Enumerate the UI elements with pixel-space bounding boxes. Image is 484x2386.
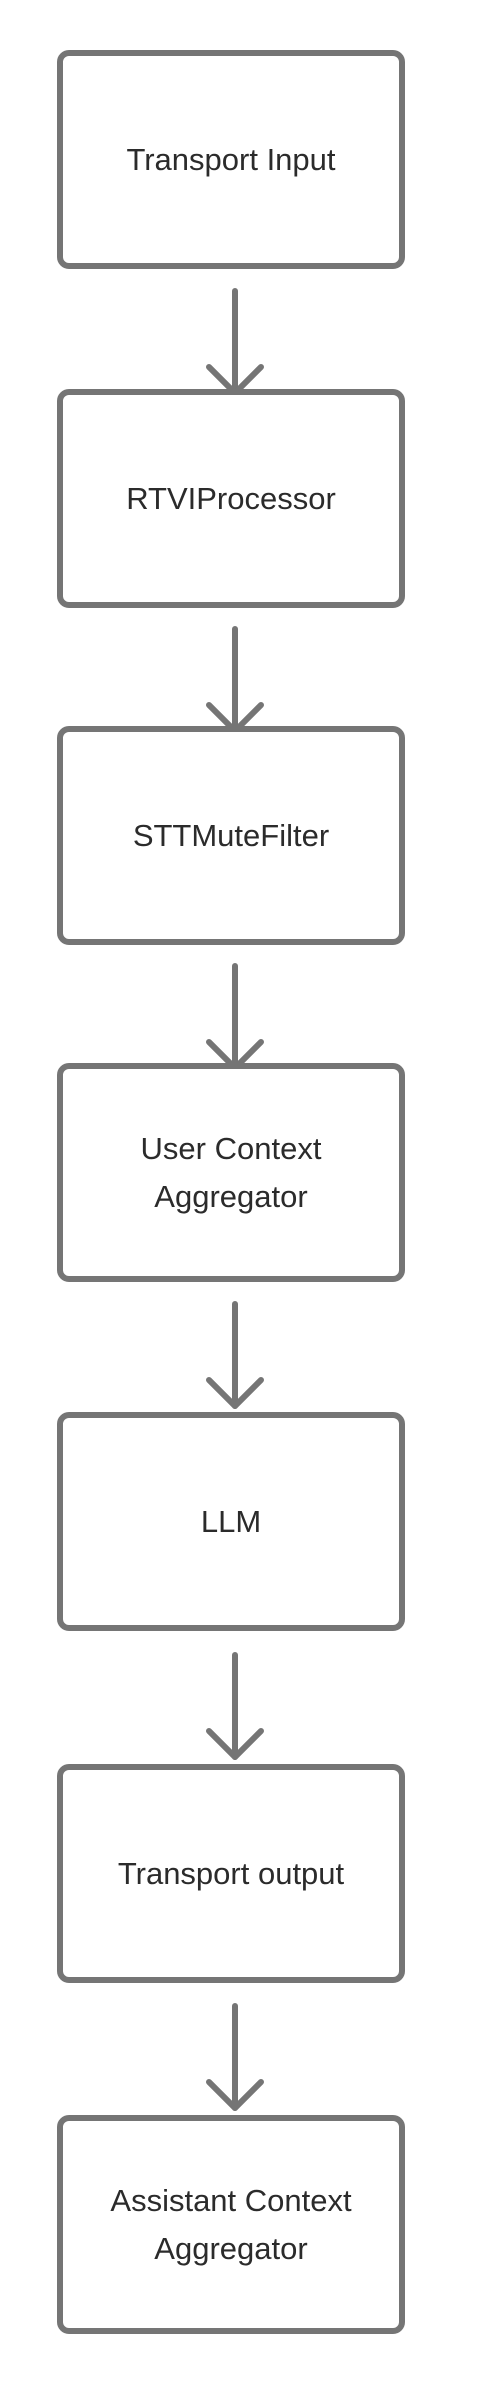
node-label: STTMuteFilter — [132, 817, 330, 853]
arrow-transport-output-to-assistant-context-aggregator — [206, 2003, 264, 2111]
node-label: Transport Input — [126, 141, 336, 177]
node-stt-mute-filter: STTMuteFilter — [57, 726, 405, 945]
node-label: Assistant Context Aggregator — [110, 2182, 352, 2266]
node-label: Transport output — [117, 1855, 345, 1891]
arrow-user-context-aggregator-to-llm — [206, 1301, 264, 1409]
node-label: User Context Aggregator — [140, 1130, 322, 1214]
node-llm: LLM — [57, 1412, 405, 1631]
node-label: RTVIProcessor — [126, 480, 336, 516]
node-transport-output: Transport output — [57, 1764, 405, 1983]
arrow-rtvi-processor-to-stt-mute-filter — [206, 626, 264, 734]
arrow-transport-input-to-rtvi-processor — [206, 288, 264, 396]
node-label: LLM — [200, 1503, 262, 1539]
node-user-context-aggregator: User Context Aggregator — [57, 1063, 405, 1282]
arrow-llm-to-transport-output — [206, 1652, 264, 1760]
arrow-stt-mute-filter-to-user-context-aggregator — [206, 963, 264, 1071]
node-rtvi-processor: RTVIProcessor — [57, 389, 405, 608]
node-transport-input: Transport Input — [57, 50, 405, 269]
node-assistant-context-aggregator: Assistant Context Aggregator — [57, 2115, 405, 2334]
